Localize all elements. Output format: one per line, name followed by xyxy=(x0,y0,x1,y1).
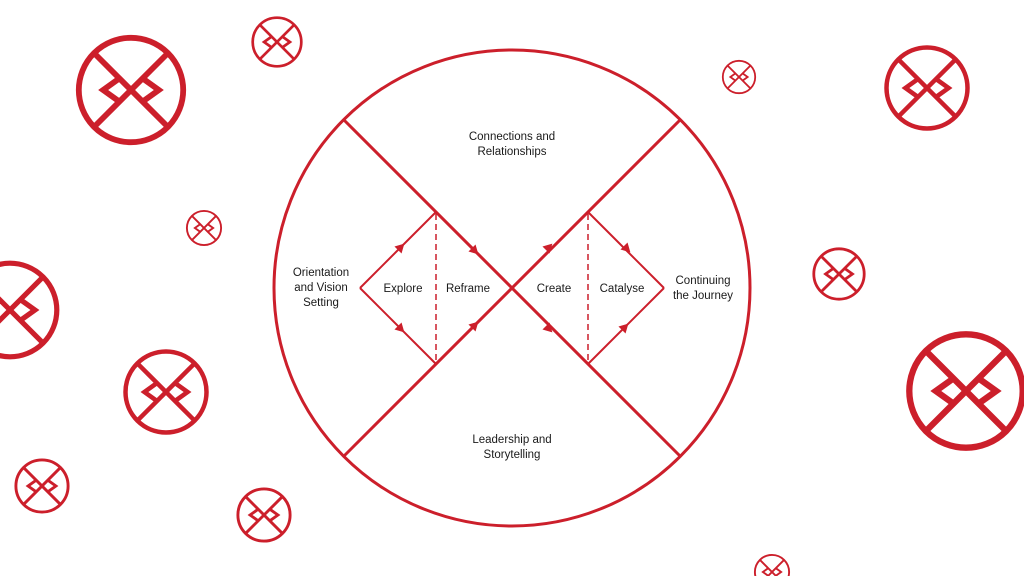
outer-circle xyxy=(272,48,752,528)
double-diamond-logo-icon xyxy=(721,59,757,95)
right-label-line: Continuing xyxy=(676,275,731,287)
double-diamond-logo-icon xyxy=(185,209,223,247)
phase-explore: Explore xyxy=(384,283,423,295)
phase-catalyse: Catalyse xyxy=(600,283,645,295)
arrow-icon xyxy=(542,243,553,254)
top-label-line: Relationships xyxy=(477,146,546,158)
double-diamond-logo-icon xyxy=(812,247,866,301)
double-diamond-logo-icon xyxy=(753,553,791,576)
diagram-labels: Connections and Relationships Leadership… xyxy=(293,131,733,461)
flow-arrows xyxy=(394,242,631,334)
double-diamond-diagram xyxy=(272,48,752,528)
right-label-line: the Journey xyxy=(673,290,733,302)
double-diamond-logo-icon xyxy=(0,263,57,357)
double-diamond-logo-icon xyxy=(251,16,303,68)
arrow-icon xyxy=(542,322,553,333)
bottom-label-line: Leadership and xyxy=(472,434,551,446)
arrow-icon xyxy=(394,322,405,333)
arrow-icon xyxy=(468,244,479,255)
left-label-line: and Vision xyxy=(294,282,348,294)
arrow-icon xyxy=(468,321,479,332)
double-diamond-logo-icon xyxy=(887,48,968,129)
left-label-line: Orientation xyxy=(293,267,349,279)
top-label-line: Connections and xyxy=(469,131,555,143)
diagonal-line xyxy=(342,118,682,458)
arrow-icon xyxy=(394,243,405,254)
double-diamond-logo-icon xyxy=(909,334,1022,447)
double-diamond-logo-icon xyxy=(14,458,70,514)
phase-reframe: Reframe xyxy=(446,283,490,295)
arrow-icon xyxy=(620,242,631,253)
double-diamond-logo-icon xyxy=(79,38,183,142)
background-logos xyxy=(0,16,1023,576)
left-label-line: Setting xyxy=(303,297,339,309)
arrow-icon xyxy=(618,323,629,334)
double-diamond-logo-icon xyxy=(236,487,292,543)
double-diamond-logo-icon xyxy=(126,352,207,433)
bottom-label-line: Storytelling xyxy=(484,449,541,461)
phase-create: Create xyxy=(537,283,572,295)
